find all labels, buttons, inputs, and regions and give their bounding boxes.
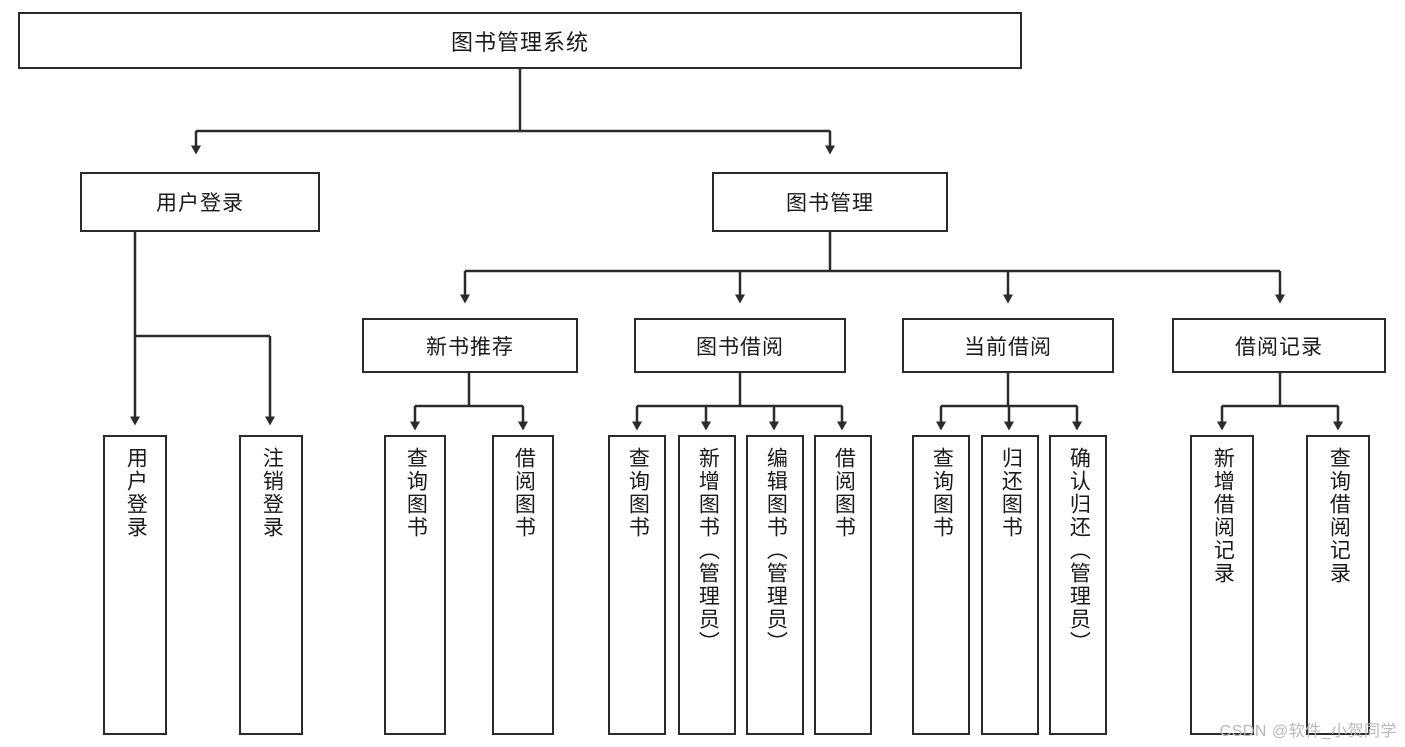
leaf-label: 归还图书: [999, 447, 1023, 539]
leaf-book-borrow-4[interactable]: 借阅图书: [814, 435, 872, 735]
leaf-current-borrow-2[interactable]: 归还图书: [981, 435, 1039, 735]
leaf-book-borrow-1[interactable]: 查询图书: [608, 435, 666, 735]
leaf-new-book-rec-1[interactable]: 查询图书: [384, 435, 446, 735]
leaf-user-login-1[interactable]: 用户登录: [103, 435, 167, 735]
leaf-label: 编辑图书（管理员）: [764, 447, 788, 654]
leaf-label: 新增借阅记录: [1211, 447, 1235, 585]
node-user-login[interactable]: 用户登录: [80, 172, 320, 232]
leaf-label: 查询借阅记录: [1327, 447, 1351, 585]
node-book-borrow-label: 图书借阅: [696, 335, 784, 359]
leaf-label: 确认归还（管理员）: [1067, 447, 1091, 654]
node-user-login-label: 用户登录: [156, 192, 244, 215]
leaf-label: 查询图书: [404, 447, 428, 539]
leaf-book-borrow-2[interactable]: 新增图书（管理员）: [678, 435, 736, 735]
leaf-book-borrow-3[interactable]: 编辑图书（管理员）: [746, 435, 804, 735]
node-borrow-record-label: 借阅记录: [1235, 335, 1323, 359]
node-root[interactable]: 图书管理系统: [18, 12, 1022, 69]
leaf-current-borrow-3[interactable]: 确认归还（管理员）: [1049, 435, 1107, 735]
leaf-label: 查询图书: [626, 447, 650, 539]
leaf-current-borrow-1[interactable]: 查询图书: [912, 435, 970, 735]
leaf-user-login-2[interactable]: 注销登录: [239, 435, 303, 735]
leaf-label: 用户登录: [124, 447, 148, 539]
node-current-borrow[interactable]: 当前借阅: [902, 318, 1114, 373]
node-borrow-record[interactable]: 借阅记录: [1172, 318, 1386, 373]
leaf-label: 查询图书: [930, 447, 954, 539]
node-current-borrow-label: 当前借阅: [964, 335, 1052, 359]
watermark: CSDN @软件_小贺同学: [1219, 723, 1397, 740]
leaf-label: 新增图书（管理员）: [696, 447, 720, 654]
leaf-label: 借阅图书: [512, 447, 536, 539]
node-new-book-rec-label: 新书推荐: [426, 335, 514, 359]
leaf-borrow-record-2[interactable]: 查询借阅记录: [1306, 435, 1370, 735]
leaf-label: 注销登录: [260, 447, 284, 539]
leaf-label: 借阅图书: [832, 447, 856, 539]
node-book-manage-label: 图书管理: [786, 192, 874, 215]
node-root-label: 图书管理系统: [450, 29, 589, 55]
node-book-borrow[interactable]: 图书借阅: [634, 318, 846, 373]
leaf-new-book-rec-2[interactable]: 借阅图书: [492, 435, 554, 735]
node-book-manage[interactable]: 图书管理: [712, 172, 948, 232]
node-new-book-rec[interactable]: 新书推荐: [362, 318, 578, 373]
leaf-borrow-record-1[interactable]: 新增借阅记录: [1190, 435, 1254, 735]
